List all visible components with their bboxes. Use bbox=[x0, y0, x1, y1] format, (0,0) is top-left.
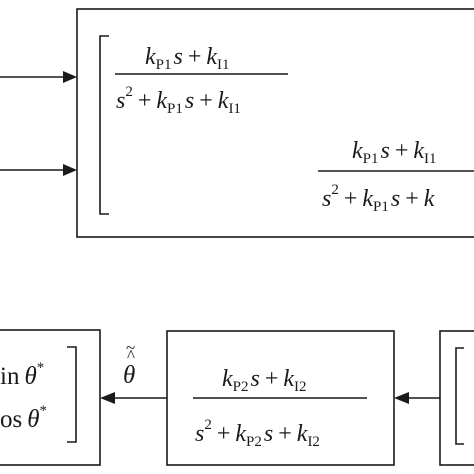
tf3-numerator: kP2s+kI2 bbox=[222, 366, 307, 395]
matrix-left-bracket bbox=[99, 35, 109, 215]
theta-estimate-arrowhead bbox=[100, 392, 115, 404]
theta-estimate-label: θ ^ ~ bbox=[123, 338, 135, 389]
right-block-left-bracket bbox=[455, 347, 464, 445]
feedback-arrowhead-right bbox=[394, 392, 409, 404]
input-arrowhead-1 bbox=[63, 71, 77, 83]
transfer-function-3: kP2s+kI2 s2+kP2s+kI2 bbox=[193, 366, 367, 450]
trig-right-bracket bbox=[67, 346, 77, 443]
trig-output-block bbox=[0, 329, 101, 466]
tf1-numerator: kP1s+kI1 bbox=[145, 44, 230, 73]
theta-symbol: θ bbox=[123, 362, 135, 389]
transfer-function-1: kP1s+kI1 s2+kP1s+kI1 bbox=[115, 44, 288, 117]
theta-tilde: ~ bbox=[126, 338, 135, 357]
transfer-function-2: kP1s+kI1 s2+kP1s+k bbox=[318, 138, 474, 215]
theta-hat: ^ bbox=[127, 346, 135, 365]
tf3-denominator: s2+kP2s+kI2 bbox=[195, 417, 320, 450]
tf2-numerator: kP1s+kI1 bbox=[352, 138, 437, 167]
top-transfer-matrix-block bbox=[76, 8, 474, 238]
tf1-denominator: s2+kP1s+kI1 bbox=[116, 84, 241, 117]
tf2-denominator: s2+kP1s+k bbox=[322, 182, 435, 215]
input-arrowhead-2 bbox=[63, 164, 77, 176]
right-input-block bbox=[439, 330, 474, 466]
